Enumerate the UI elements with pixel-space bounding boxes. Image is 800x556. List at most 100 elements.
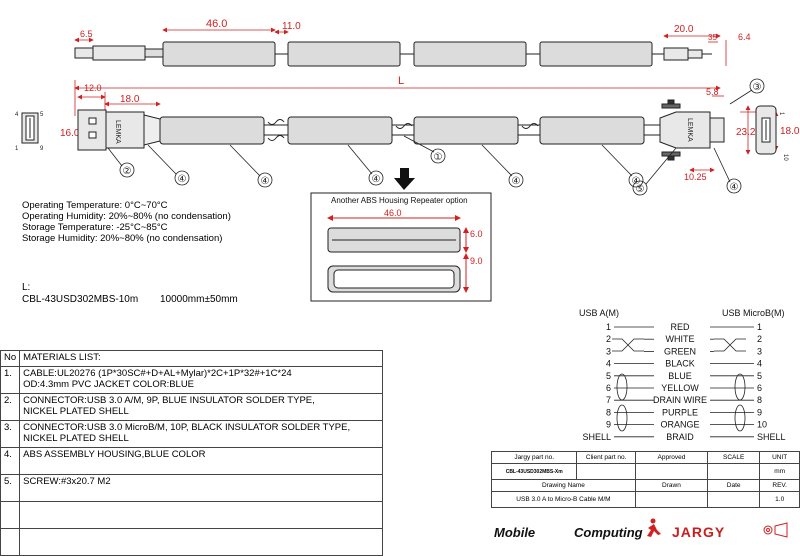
part-length: 10000mm±50mm [160,294,238,305]
materials-table: No MATERIALS LIST: 1.CABLE:UL20276 (1P*3… [0,350,384,556]
material-line [23,514,379,525]
approved-label: Approved [634,451,708,464]
spec-operating-humidity: Operating Humidity: 20%~80% (no condensa… [22,211,231,222]
material-no: 2. [0,393,21,421]
wire-left-pin: 3 [606,346,611,356]
callout-4e: ④ [632,176,641,187]
material-row [0,528,384,556]
wire-left-pin: 1 [606,322,611,332]
material-line [23,503,379,514]
microb-label: LEMKA [686,118,693,142]
logo-jargy: JARGY [672,524,725,540]
dim-9-box: 9.0 [470,256,483,266]
material-line [23,460,379,471]
material-desc: CONNECTOR:USB 3.0 MicroB/M, 10P, BLACK I… [19,420,384,448]
repeater-title: Another ABS Housing Repeater option [331,196,468,205]
jargy-part-value: CBL-43USD302MBS-Xm [490,463,578,480]
main-dim-labels: 12.0 L 18.0 16.0 5.8 23.2 18.0 10.25 [60,75,800,182]
logo-mobile: Mobile [494,525,535,540]
material-line: CONNECTOR:USB 3.0 A/M, 9P, BLUE INSULATO… [23,395,315,406]
dim-10-25: 10.25 [684,172,707,182]
wire-color: BLUE [668,371,692,381]
materials-list-header: MATERIALS LIST: [19,350,384,367]
client-part-value [576,463,636,480]
dim-16: 16.0 [60,128,80,139]
dim-12: 12.0 [84,83,102,93]
wire-color: BRAID [666,432,694,442]
part-number: CBL-43USD302MBS-10m [22,294,139,305]
drawn-value [634,491,708,508]
material-no [0,501,21,529]
dim-L: L [398,75,404,87]
material-row [0,501,384,529]
wire-right-pin: 8 [757,395,762,405]
material-desc [19,528,384,556]
dim-6-4: 6.4 [738,32,751,42]
material-desc: CABLE:UL20276 (1P*30SC#+D+AL+Mylar)*2C+1… [19,366,384,394]
callout-4d: ④ [512,176,521,187]
wire-color: BLACK [665,359,695,369]
top-dim-labels: 6.5 46.0 11.0 20.0 35 6.4 [80,18,751,42]
connector-labels: LEMKA LEMKA 4 5 1 9 1 10 [15,112,788,161]
usb-a-plug [77,109,107,151]
projection-symbol-icon [763,522,788,538]
usb-a-label: LEMKA [114,120,121,144]
dim-46: 46.0 [206,18,227,30]
wire-right-pin: 4 [757,359,762,369]
dim-23-2: 23.2 [736,127,756,138]
wiring-right-header: USB MicroB(M) [722,308,785,318]
callout-4a: ④ [178,174,187,185]
material-row: 5.SCREW:#3x20.7 M2 [0,474,384,502]
wire-left-pin: 6 [606,383,611,393]
logo-computing: Computing [574,525,643,540]
material-no: 3. [0,420,21,448]
wire-right-pin: 2 [757,334,762,344]
material-line: NICKEL PLATED SHELL [23,433,129,444]
dim-6-5: 6.5 [80,29,93,39]
wire-left-pin: 9 [606,420,611,430]
microb-housing [659,111,711,149]
callout-3: ③ [753,82,762,93]
scale-value [706,463,761,480]
material-line [23,530,379,541]
repeater-option-box [310,192,492,302]
pin-1-r: 1 [778,112,784,116]
wire-left-pin: 5 [606,371,611,381]
pin-9: 9 [40,146,44,152]
spec-storage-humidity: Storage Humidity: 20%~80% (no condensati… [22,233,223,244]
rev-label: REV. [759,479,800,492]
wire-color: DRAIN WIRE [653,395,707,405]
dim-18-right: 18.0 [780,126,800,137]
wire-color: WHITE [666,334,695,344]
material-desc: ABS ASSEMBLY HOUSING,BLUE COLOR [19,447,384,475]
pin-10-r: 10 [782,154,788,161]
material-line: ABS ASSEMBLY HOUSING,BLUE COLOR [23,449,206,460]
runner-icon [647,518,661,537]
date-label: Date [706,479,761,492]
repeater-3 [413,116,519,145]
unit-label: UNIT [759,451,800,464]
wire-left-pin: 2 [606,334,611,344]
dim-18-left: 18.0 [120,94,140,105]
wire-left-pin: 8 [606,407,611,417]
material-no: 1. [0,366,21,394]
wire-color: RED [670,322,690,332]
wire-right-pin: 1 [757,322,762,332]
pin-5: 5 [40,112,44,118]
callout-5: ⑤ [636,184,645,195]
repeater-4 [539,116,645,145]
rev-value: 1.0 [759,491,800,508]
repeater-2 [287,116,393,145]
drawn-label: Drawn [634,479,708,492]
unit-value: mm [759,463,800,480]
dim-5-8: 5.8 [706,87,719,97]
wiring-left-header: USB A(M) [579,308,619,318]
date-value [706,491,761,508]
drawing-name-value: USB 3.0 A to Micro-B Cable M/M [491,491,636,508]
callouts [107,78,765,196]
wire-right-pin: 3 [757,346,762,356]
jargy-part-label: Jargy part no. [490,451,578,464]
top-view [74,41,712,67]
material-line: OD:4.3mm PVC JACKET COLOR:BLUE [23,379,195,390]
